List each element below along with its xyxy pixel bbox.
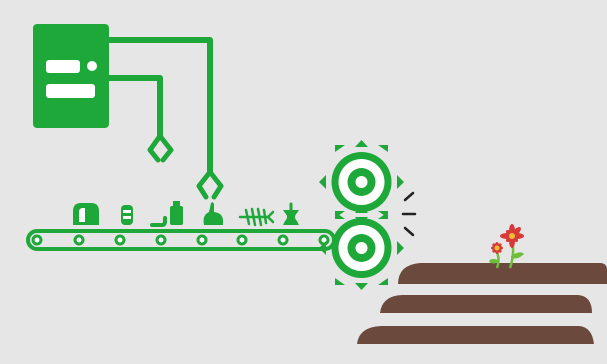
- can-icon: [121, 205, 133, 225]
- control-box-icon: [33, 24, 109, 128]
- bread-icon: [73, 203, 99, 225]
